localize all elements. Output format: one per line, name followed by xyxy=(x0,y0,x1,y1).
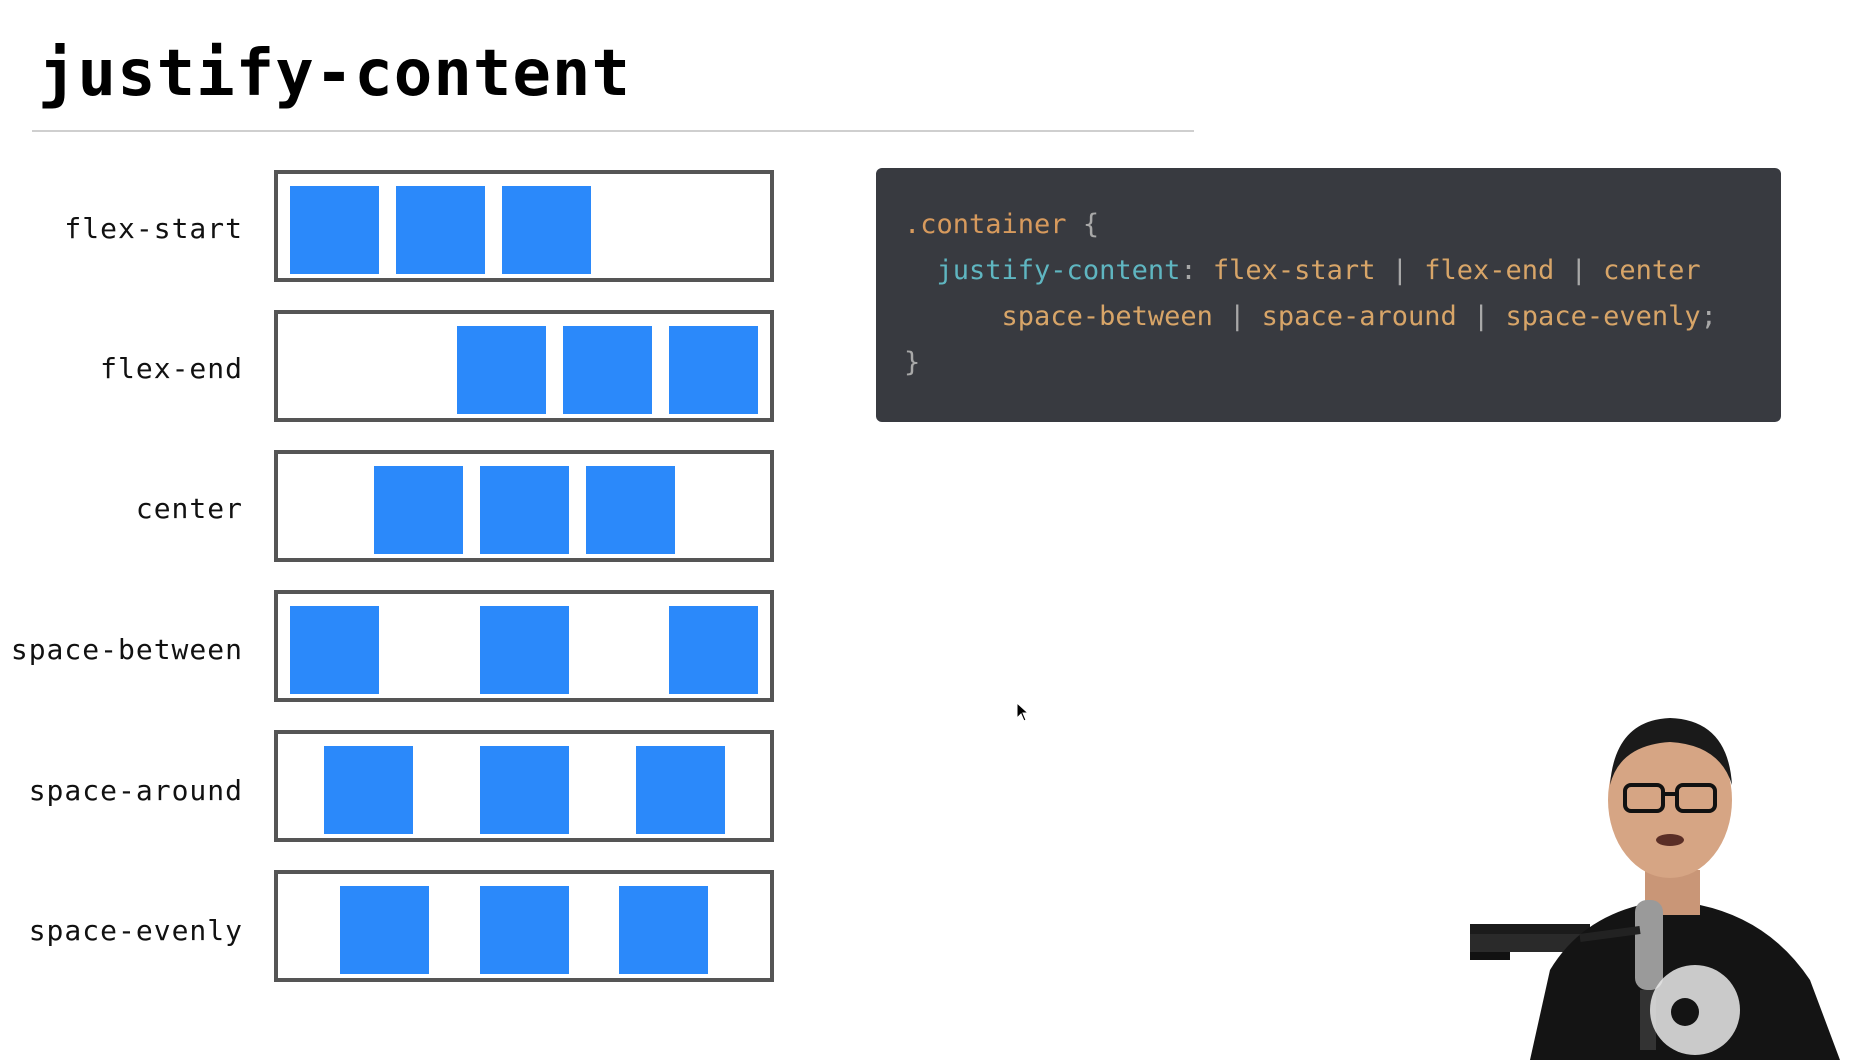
row-label-center: center xyxy=(135,492,243,525)
flex-item-box xyxy=(480,466,569,554)
code-value: space-between xyxy=(1001,301,1213,332)
row-label-flex-start: flex-start xyxy=(64,212,243,245)
demo-container-flex-end xyxy=(274,310,774,422)
code-close-brace: } xyxy=(904,347,921,378)
flex-item-box xyxy=(290,606,379,694)
code-line-values: space-between | space-around | space-eve… xyxy=(904,294,1781,340)
demo-container-center xyxy=(274,450,774,562)
code-value: space-evenly xyxy=(1505,301,1701,332)
code-selector: .container xyxy=(904,209,1067,240)
demo-container-space-around xyxy=(274,730,774,842)
code-value: flex-end xyxy=(1424,255,1555,286)
code-line-close: } xyxy=(904,340,1781,386)
flex-item-box xyxy=(324,746,413,834)
flex-item-box xyxy=(480,746,569,834)
code-panel: .container { justify-content: flex-start… xyxy=(876,168,1781,422)
code-colon: : xyxy=(1180,255,1197,286)
row-label-space-evenly: space-evenly xyxy=(28,914,243,947)
flex-item-box xyxy=(563,326,652,414)
flex-item-box xyxy=(502,186,591,274)
code-value: flex-start xyxy=(1212,255,1376,286)
demo-container-space-evenly xyxy=(274,870,774,982)
flex-item-box xyxy=(669,606,758,694)
code-separator: | xyxy=(1229,301,1246,332)
code-separator: | xyxy=(1570,255,1587,286)
row-label-space-around: space-around xyxy=(28,774,243,807)
row-label-space-between: space-between xyxy=(10,633,243,666)
slide-title: justify-content xyxy=(38,37,631,111)
code-value: center xyxy=(1603,255,1701,286)
code-separator: | xyxy=(1391,255,1408,286)
mouse-cursor-icon xyxy=(1016,702,1030,722)
flex-item-box xyxy=(619,886,708,974)
presenter-webcam-image xyxy=(1470,718,1840,1060)
code-line-selector: .container { xyxy=(904,202,1781,248)
title-divider xyxy=(32,130,1194,132)
code-value: space-around xyxy=(1261,301,1457,332)
flex-item-box xyxy=(636,746,725,834)
flex-item-box xyxy=(480,886,569,974)
code-property: justify-content xyxy=(936,255,1181,286)
row-label-flex-end: flex-end xyxy=(100,352,243,385)
demo-container-flex-start xyxy=(274,170,774,282)
flex-item-box xyxy=(457,326,546,414)
flex-item-box xyxy=(290,186,379,274)
code-line-property: justify-content: flex-start | flex-end |… xyxy=(904,248,1781,294)
demo-container-space-between xyxy=(274,590,774,702)
code-semicolon: ; xyxy=(1700,301,1717,332)
flex-item-box xyxy=(340,886,429,974)
flex-item-box xyxy=(480,606,569,694)
flex-item-box xyxy=(586,466,675,554)
code-separator: | xyxy=(1473,301,1490,332)
flex-item-box xyxy=(396,186,485,274)
code-open-brace: { xyxy=(1082,209,1100,240)
flex-item-box xyxy=(374,466,463,554)
flex-item-box xyxy=(669,326,758,414)
